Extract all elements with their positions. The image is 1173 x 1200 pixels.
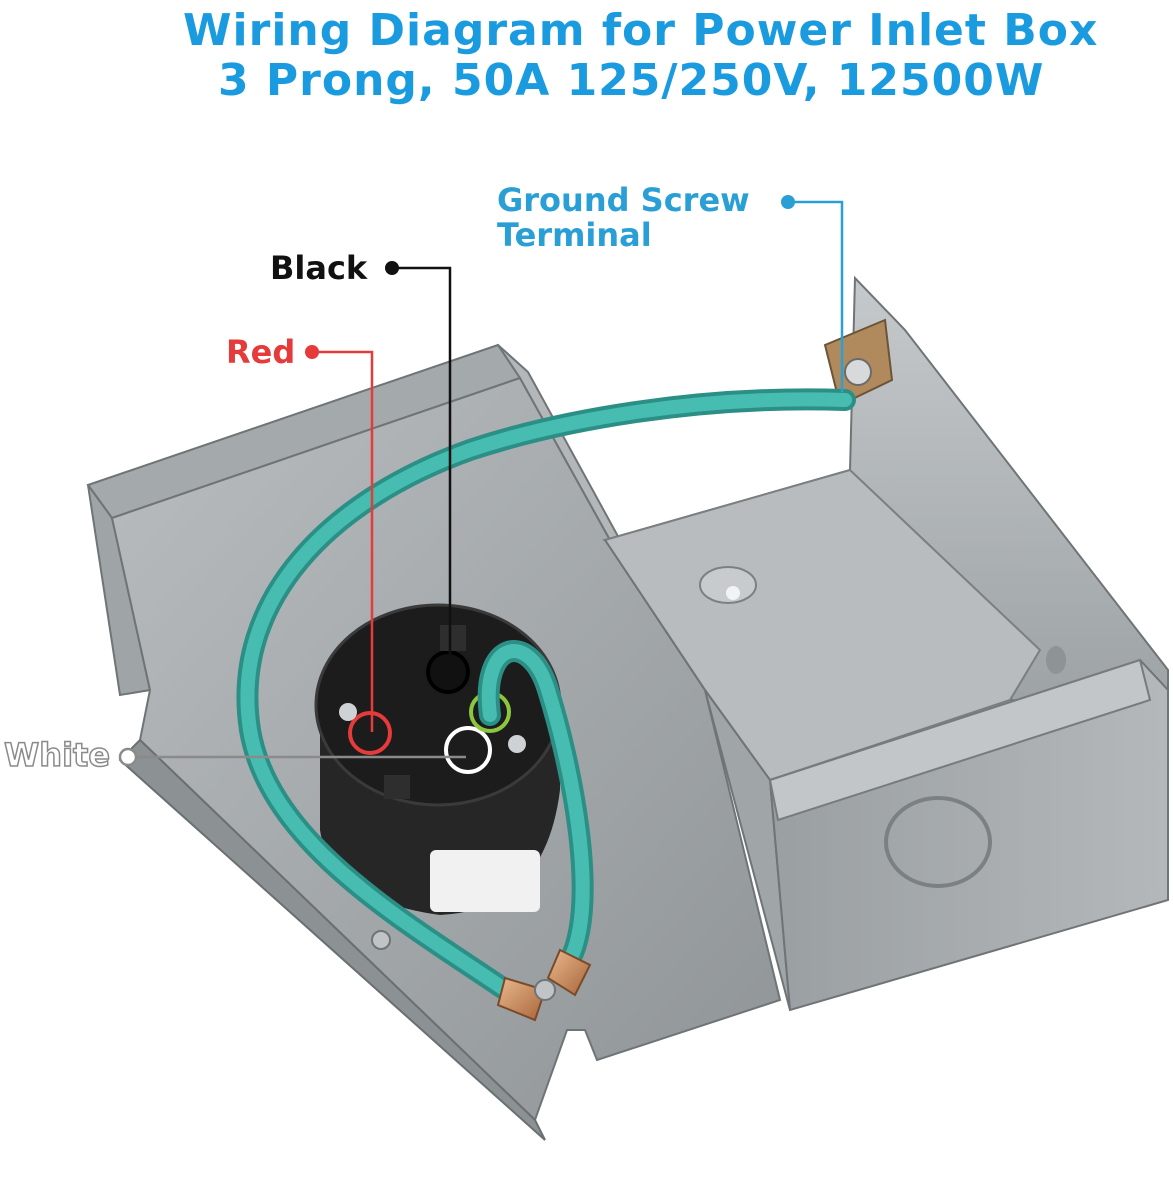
right-enclosure-top-flange (768, 658, 1152, 822)
screw-icon (508, 735, 526, 753)
ground-leader (788, 200, 844, 392)
ground-wire-long-highlight (240, 392, 852, 1007)
lug-bolt-icon (534, 979, 556, 1001)
red-terminal (348, 711, 392, 755)
ground-wires (236, 388, 856, 1011)
knockout-front (884, 796, 992, 888)
inlet-receptacle (314, 603, 562, 915)
black-leader (392, 266, 452, 668)
ground-leader-dot (781, 195, 795, 209)
red-leader-dot (305, 345, 319, 359)
red-wire-label: Red (226, 333, 296, 371)
stud-icon (371, 930, 391, 950)
page-subtitle: 3 Prong, 50A 125/250V, 12500W (218, 55, 1045, 106)
ground-screw-icon (844, 358, 872, 386)
knockout-rear-hole (699, 566, 757, 604)
page-title: Wiring Diagram for Power Inlet Box (183, 5, 1099, 56)
black-leader-dot (385, 261, 399, 275)
rear-hole (726, 586, 740, 600)
tab (384, 775, 410, 799)
screw-icon (339, 703, 357, 721)
white-terminal (444, 726, 492, 774)
ground-wire-short-highlight (481, 644, 590, 967)
side-knockout (1046, 646, 1066, 674)
ground-screw-label-line2: Terminal (497, 216, 652, 254)
black-terminal (426, 650, 470, 694)
white-wire-label: White (3, 736, 111, 774)
white-leader-dot (118, 747, 138, 767)
copper-lugs (371, 930, 592, 1022)
copper-lug (496, 976, 547, 1022)
red-leader (312, 350, 374, 732)
receptacle-label (430, 850, 540, 912)
leader-lines (118, 195, 844, 767)
ground-screw-label-line1: Ground Screw (497, 181, 750, 219)
black-wire-label: Black (270, 249, 368, 287)
right-enclosure (601, 275, 1169, 1012)
copper-lug (546, 948, 592, 997)
tab (440, 625, 466, 651)
